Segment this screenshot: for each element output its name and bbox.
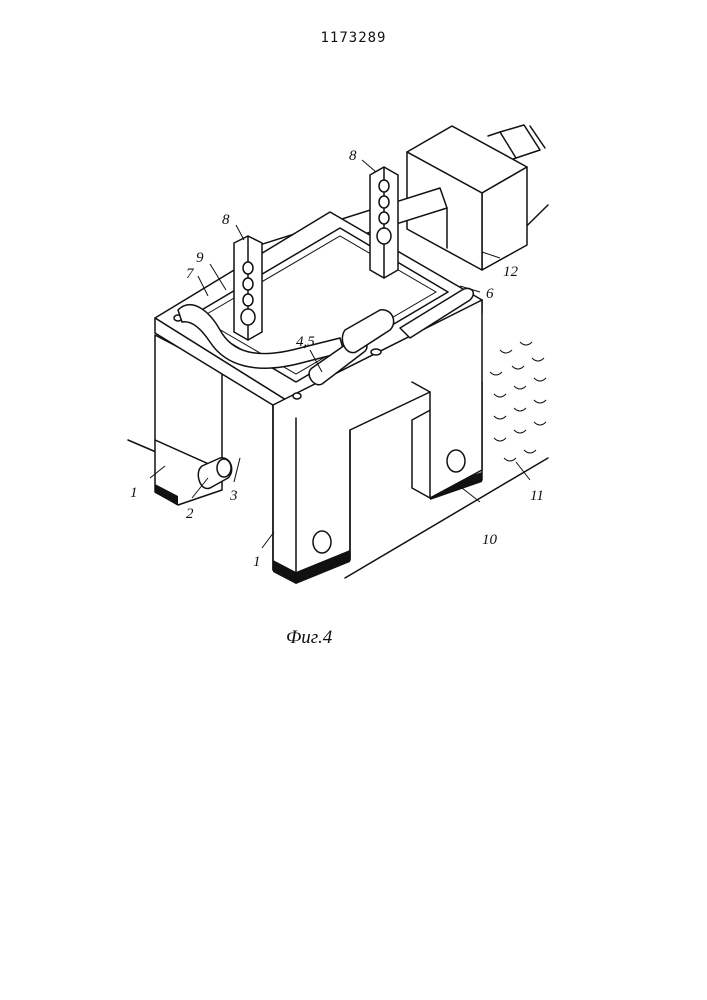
hatch-11 bbox=[490, 342, 546, 461]
label-3: 3 bbox=[229, 488, 238, 504]
post-8-left bbox=[234, 236, 262, 340]
label-11: 11 bbox=[530, 488, 544, 504]
label-7: 7 bbox=[186, 266, 195, 282]
post-8-right bbox=[370, 167, 398, 278]
label-10: 10 bbox=[482, 532, 498, 548]
label-9: 9 bbox=[196, 250, 204, 266]
label-12: 12 bbox=[503, 264, 519, 280]
label-4-5: 4,5 bbox=[296, 334, 315, 350]
figure-caption: Фиг.4 bbox=[286, 627, 333, 648]
label-8-right: 8 bbox=[349, 148, 357, 164]
label-1-left: 1 bbox=[130, 485, 138, 501]
label-8-left: 8 bbox=[222, 212, 230, 228]
label-6: 6 bbox=[486, 286, 494, 302]
label-1-front: 1 bbox=[253, 554, 261, 570]
label-2: 2 bbox=[186, 506, 194, 522]
